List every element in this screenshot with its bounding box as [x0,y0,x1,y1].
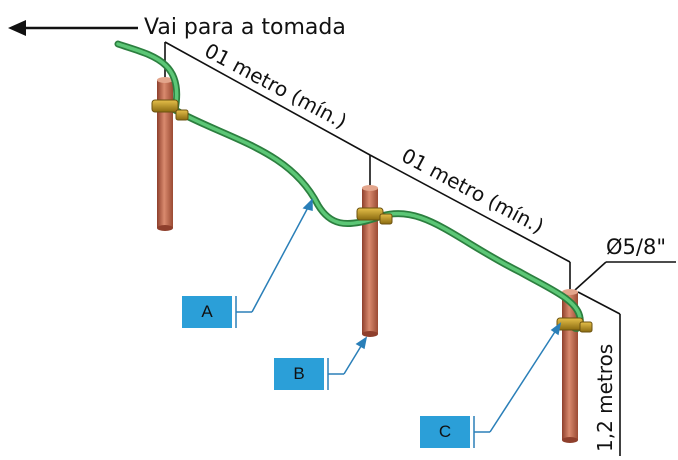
callout-a: A [182,296,232,328]
diameter-label: Ø5/8" [606,235,666,259]
depth-dimension [577,291,621,456]
clamp-1 [151,99,189,121]
ground-rod-1 [157,77,173,231]
callout-b-leader [327,336,368,390]
clamp-3 [556,317,593,333]
dimension-label-2: 01 metro (mín.) [398,143,548,238]
diameter-leader [574,261,607,291]
callout-c-leader [473,322,562,448]
depth-label: 1,2 metros [593,344,617,452]
callout-a-leader [235,198,313,328]
callout-b: B [274,358,324,390]
outlet-label: Vai para a tomada [144,15,346,40]
dimension-label-1: 01 metro (mín.) [201,38,351,133]
ground-cable [114,40,584,332]
callout-c: C [420,416,470,448]
ground-cable-highlight [116,42,583,331]
arrow-left-icon [8,20,138,36]
dimension-line-2 [369,154,571,290]
clamp-2 [356,207,393,225]
ground-rod-2 [362,185,378,337]
